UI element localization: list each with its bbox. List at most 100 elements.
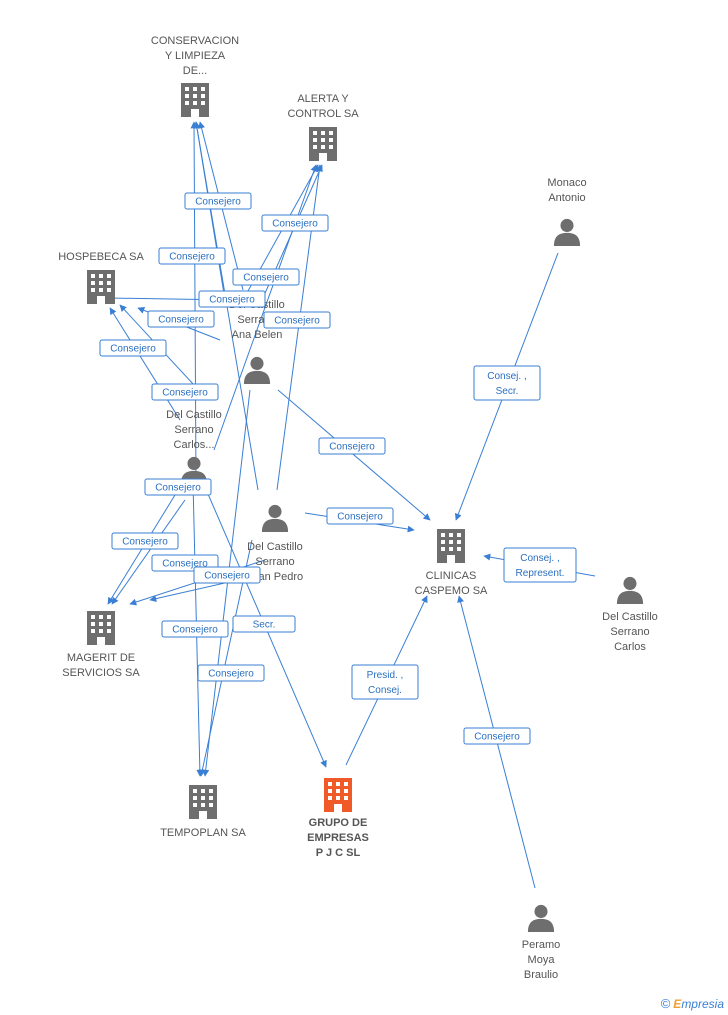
node-label-line: DE... [183, 65, 207, 77]
building-icon [189, 785, 217, 819]
edge-label-consejero[interactable]: Consejero [232, 268, 300, 286]
edge-label-box [193, 566, 261, 584]
node-label-line: Del Castillo [166, 409, 222, 421]
node-label-line: TEMPOPLAN SA [160, 827, 246, 839]
person-icon [527, 904, 555, 932]
relation-edge [277, 389, 431, 521]
edge-label-box [151, 383, 219, 401]
edge-label-box [463, 727, 531, 745]
node-hospebeca[interactable]: HOSPEBECA SA [58, 251, 144, 304]
edge-label-box [111, 532, 179, 550]
copyright-icon: © [660, 996, 671, 1011]
node-carlos-dots[interactable]: Del CastilloSerranoCarlos... [166, 409, 222, 484]
node-label-line: Juan Pedro [247, 571, 303, 583]
edge-label-box [232, 268, 300, 286]
edge-label-consejero[interactable]: Consejero [197, 664, 265, 682]
edge-label-consejero[interactable]: Consejero [99, 339, 167, 357]
edge-label-consejero[interactable]: Consejero [198, 290, 266, 308]
edge-label-text: Consejero [329, 442, 375, 453]
edge-label-text: Consejero [162, 559, 208, 570]
edge-label-text: Consejero [272, 219, 318, 230]
edge-label-consejero[interactable]: Consejero [261, 214, 329, 232]
relation-edge [213, 164, 318, 451]
edge-label-text: Consejero [474, 732, 520, 743]
edge-label-consejero[interactable]: Consejero [318, 437, 386, 455]
edge-label-box [144, 478, 212, 496]
edge-label-consejero[interactable]: Consejero [463, 727, 531, 745]
node-label-line: Carlos... [174, 439, 215, 451]
edge-label-consejero[interactable]: Consejero [263, 311, 331, 329]
brand-name: mpresia [681, 997, 724, 1011]
edge-label-consejero[interactable]: Consejero [193, 566, 261, 584]
edge-label-text: Consejero [172, 625, 218, 636]
node-label-line: Y LIMPIEZA [165, 50, 226, 62]
person-icon [616, 576, 644, 604]
edge-label-text: Consej. , [520, 553, 559, 564]
node-magerit[interactable]: MAGERIT DE SERVICIOS SA [62, 611, 140, 679]
edge-label-presid-consej[interactable]: Presid. , Consej. [351, 664, 419, 700]
edge-label-box [232, 615, 296, 633]
edge-label-consejero[interactable]: Consejero [147, 310, 215, 328]
node-label-line: EMPRESAS [307, 832, 369, 844]
edge-label-secr[interactable]: Secr. [232, 615, 296, 633]
edge-label-consejero[interactable]: Consejero [184, 192, 252, 210]
edge-label-consejero[interactable]: Consejero [151, 383, 219, 401]
node-label-line: GRUPO DE [309, 817, 368, 829]
node-label-line: Braulio [524, 969, 558, 981]
building-icon [181, 83, 209, 117]
edge-label-box [503, 547, 577, 583]
edge-label-text: Consejero [208, 669, 254, 680]
node-tempoplan[interactable]: TEMPOPLAN SA [160, 785, 246, 839]
node-label-line: ALERTA Y [297, 93, 349, 105]
edge-labels-layer: ConsejeroConsejeroConsejeroConsejeroCons… [99, 192, 577, 745]
building-icon [437, 529, 465, 563]
node-label-line: HOSPEBECA SA [58, 251, 144, 263]
edge-label-text: Consejero [169, 252, 215, 263]
empresia-watermark[interactable]: ©Empresia [661, 996, 724, 1011]
node-conservacion[interactable]: CONSERVACION Y LIMPIEZA DE... [151, 35, 239, 117]
node-label-line: Serrano [255, 556, 294, 568]
node-label-line: CONSERVACION [151, 35, 239, 47]
edge-label-box [184, 192, 252, 210]
edge-label-consejero[interactable]: Consejero [326, 507, 394, 525]
node-label-line: MAGERIT DE [67, 652, 135, 664]
edge-label-consejero[interactable]: Consejero [111, 532, 179, 550]
edge-label-box [326, 507, 394, 525]
edge-label-box [99, 339, 167, 357]
edge-label-box [158, 247, 226, 265]
edge-label-text: Consej. [368, 685, 402, 696]
edge-label-text: Consejero [204, 571, 250, 582]
edge-label-box [351, 664, 419, 700]
relation-edge [111, 499, 186, 605]
edge-label-text: Secr. [496, 386, 519, 397]
edge-label-consejero[interactable]: Consejero [158, 247, 226, 265]
edge-label-box [147, 310, 215, 328]
edge-label-text: Consejero [209, 295, 255, 306]
brand-initial: E [673, 997, 682, 1011]
edge-label-text: Consejero [162, 388, 208, 399]
edge-label-consejero[interactable]: Consejero [144, 478, 212, 496]
node-label-line: Carlos [614, 641, 646, 653]
node-label-line: SERVICIOS SA [62, 667, 140, 679]
edge-label-text: Consejero [274, 316, 320, 327]
edge-label-text: Presid. , [367, 670, 404, 681]
edge-label-box [198, 290, 266, 308]
edge-label-consejero[interactable]: Consejero [161, 620, 229, 638]
person-icon [243, 356, 271, 384]
node-label-line: Del Castillo [247, 541, 303, 553]
edge-label-consej-represent[interactable]: Consej. ,Represent. [503, 547, 577, 583]
node-label-line: CLINICAS [426, 570, 477, 582]
node-label-line: Ana Belen [232, 329, 283, 341]
node-label-line: Peramo [522, 939, 561, 951]
building-icon [324, 778, 352, 812]
node-label-line: Moya [528, 954, 556, 966]
edge-label-box [263, 311, 331, 329]
edge-label-consej-secr[interactable]: Consej. ,Secr. [473, 365, 541, 401]
